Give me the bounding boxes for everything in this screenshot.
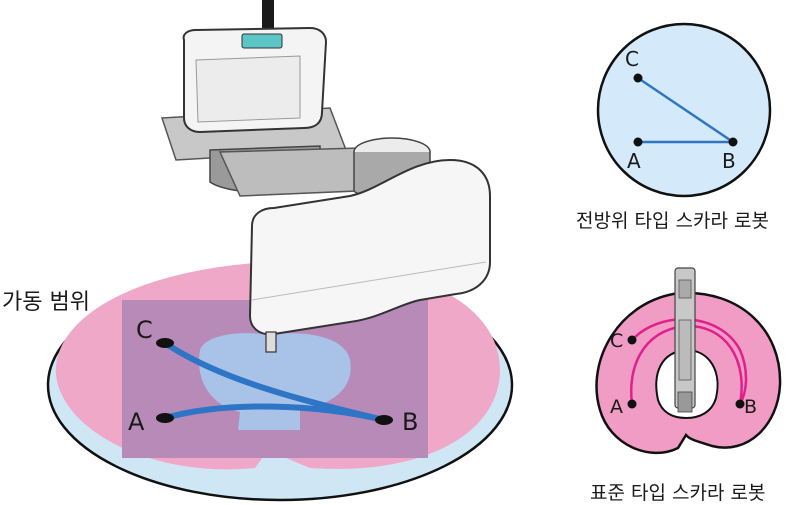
omni-point-c-dot [633,73,643,83]
standard-diagram: C A B [595,267,782,455]
omni-point-c-label: C [625,47,639,71]
point-a-dot [156,413,174,423]
path-a-to-b [162,403,387,423]
omni-point-b-dot [728,137,738,147]
omni-point-b-label: B [722,149,736,173]
standard-caption: 표준 타입 스카라 로봇 [590,482,766,504]
point-c-dot [156,338,174,348]
standard-point-c-dot [627,335,637,345]
omnidirectional-diagram: C A B [596,22,772,198]
omni-point-a-dot [633,137,643,147]
standard-point-a-dot [627,399,637,409]
point-b-dot [375,415,393,425]
point-a-label: A [128,408,145,436]
standard-point-a-label: A [610,396,623,418]
standard-point-b-label: B [744,396,757,418]
omni-point-a-label: A [627,149,641,173]
omnidirectional-caption: 전방위 타입 스카라 로봇 [576,210,769,232]
omni-path-c-b [637,76,734,144]
standard-point-c-label: C [610,330,623,352]
point-c-label: C [136,316,153,344]
point-b-label: B [402,408,418,436]
scara-robot-illustration [160,0,491,353]
main-workspace-diagram: C A B 가동 범위 [2,261,514,502]
robot-shaft [265,331,277,353]
robot-cable [262,0,274,30]
range-label: 가동 범위 [2,290,90,315]
standard-point-b-dot [735,399,745,409]
standard-path-c-b [631,318,748,405]
